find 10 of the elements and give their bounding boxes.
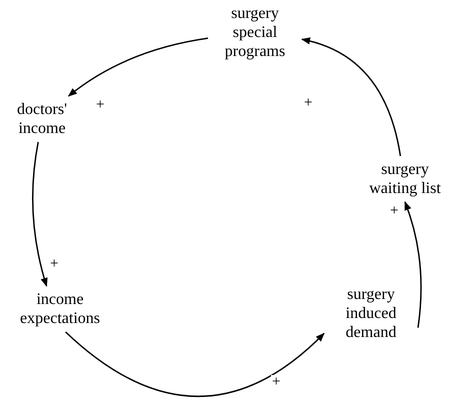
variable-label: surgery waiting list xyxy=(359,160,451,198)
variable-label: doctors' income xyxy=(4,100,80,138)
causal-arrow xyxy=(65,331,325,397)
causal-arrow xyxy=(404,201,422,328)
variable-label: income expectations xyxy=(4,290,116,328)
causal-arrow xyxy=(32,142,48,287)
variable-label: surgery induced demand xyxy=(328,285,414,342)
causal-arrow xyxy=(301,38,402,156)
variable-label: surgery special programs xyxy=(212,4,298,61)
causal-arrow xyxy=(68,38,208,97)
